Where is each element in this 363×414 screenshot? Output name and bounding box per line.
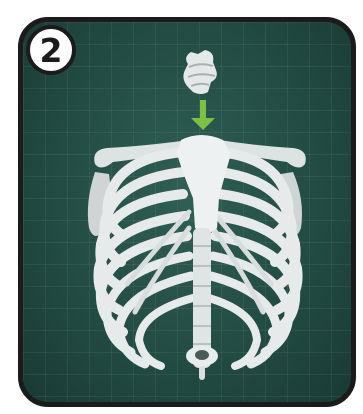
arrow-down-icon — [191, 100, 215, 130]
step-number-badge: 2 — [26, 25, 76, 75]
rib-cage-illustration — [23, 22, 356, 407]
spine — [186, 228, 218, 380]
vertebra-piece — [183, 50, 216, 94]
instruction-panel: 2 — [18, 17, 356, 407]
